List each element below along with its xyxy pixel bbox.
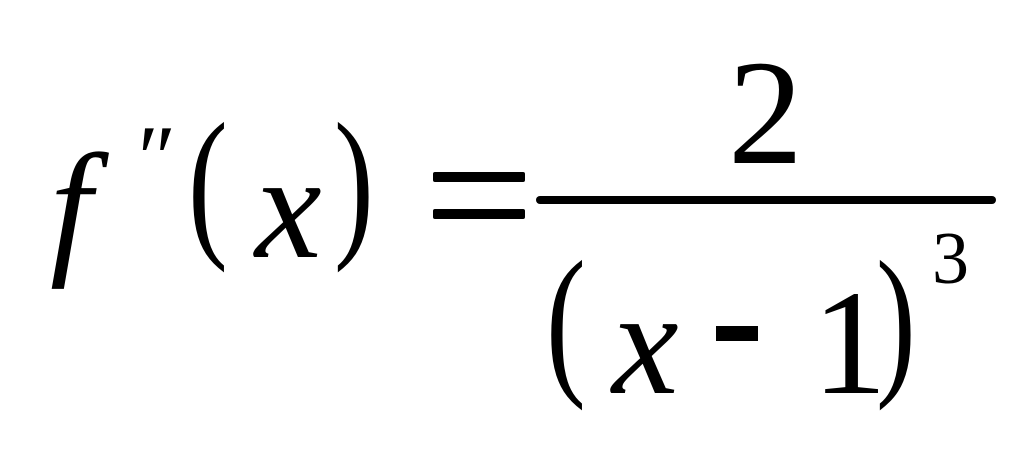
lhs-variable-x: x (255, 124, 322, 290)
fraction-bar (536, 196, 996, 204)
minus-sign (716, 326, 758, 341)
exponent-three: 3 (932, 218, 969, 300)
derivative-mark: ″ (132, 107, 171, 209)
denominator-constant-one: 1 (812, 260, 887, 426)
denominator-close-paren: ) (876, 227, 916, 411)
function-name: f (50, 124, 92, 290)
numerator: 2 (728, 30, 803, 196)
lhs-close-paren: ) (334, 89, 374, 273)
equals-sign-top-stroke (433, 172, 525, 182)
equals-sign-bottom-stroke (433, 209, 525, 219)
denominator-open-paren: ( (546, 227, 586, 411)
lhs-open-paren: ( (188, 89, 228, 273)
denominator-variable-x: x (612, 260, 679, 426)
